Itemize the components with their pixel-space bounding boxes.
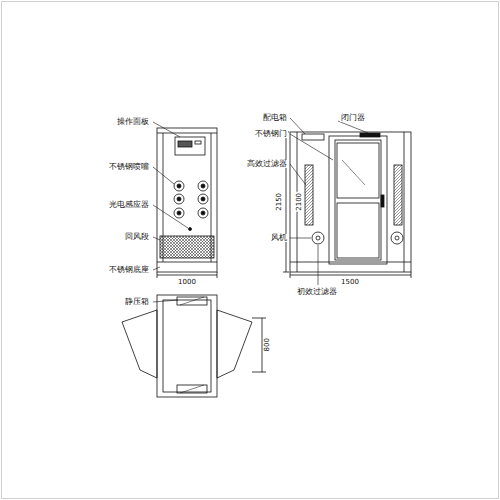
door-frame [329,136,387,264]
top-inner [163,300,211,392]
top-cap [157,133,217,134]
front-view [157,128,217,278]
control-panel [175,137,205,155]
dimension-1500 [290,272,411,278]
part-label: 操作面板 [116,118,150,127]
top-housing [157,295,217,397]
hepa-filter [394,165,402,225]
nozzles [174,181,208,218]
part-label: 不锈钢底座 [108,266,150,275]
dimension-label: 2150 [276,192,284,212]
part-label: 回风段 [124,233,150,242]
dimension-label: 2100 [296,192,304,212]
part-label: 初效过滤器 [296,288,338,297]
part-label: 风机 [270,234,288,243]
side-view [283,132,411,278]
top-view [122,295,266,397]
dimension-label: 1500 [340,279,360,287]
fan [391,232,403,244]
fan-hub [395,236,399,240]
door-leaf [335,140,381,260]
door-swing [217,310,252,378]
fan-hub [316,236,320,240]
leader-lines [153,118,368,302]
part-label: 不锈钢门 [254,130,288,139]
dimension-label: 1000 [177,279,197,287]
plenum-box [177,297,207,305]
power-box [302,134,324,140]
dimension-label: 800 [264,337,272,352]
hepa-filter [305,165,313,225]
dimension-height [283,132,289,272]
return-air-grille [160,236,214,258]
door-handle [381,195,384,207]
frame-line [404,132,405,272]
dimension-1000 [157,272,217,278]
glass-mark [342,160,365,185]
door-glass [337,143,379,198]
part-label: 闭门器 [340,114,366,123]
fan [312,232,324,244]
part-label: 高效过滤器 [246,160,288,169]
door-glass [337,203,379,258]
side-housing [290,132,411,272]
base-line [290,262,411,263]
front-housing [157,128,217,272]
part-label: 静压箱 [124,298,150,307]
panel-button [195,141,201,144]
panel-screen [178,141,192,147]
part-label: 配电箱 [262,114,288,123]
photo-sensor [189,228,192,231]
door-swing [122,310,157,378]
base-line [157,262,217,263]
part-label: 光电感应器 [108,201,150,210]
part-label: 不锈钢喷嘴 [108,163,150,172]
plenum-box [177,385,207,393]
